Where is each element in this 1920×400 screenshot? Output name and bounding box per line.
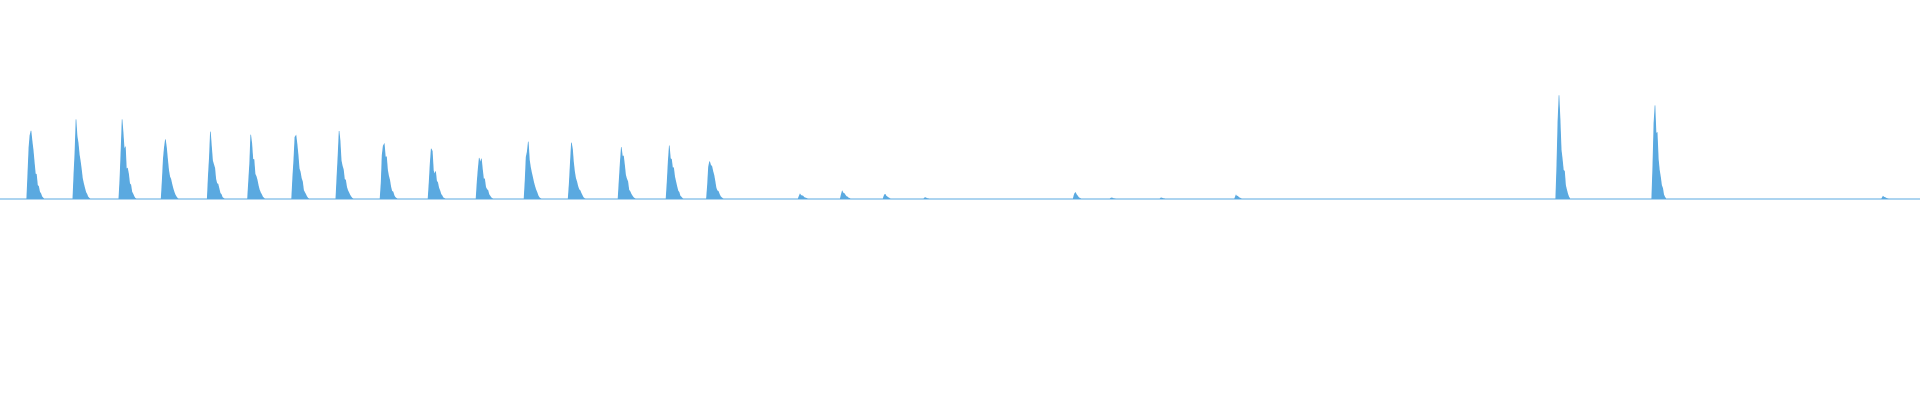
waveform-burst bbox=[665, 145, 684, 200]
waveform-burst bbox=[1072, 191, 1082, 200]
waveform-burst bbox=[1555, 95, 1571, 200]
waveform-burst bbox=[567, 142, 586, 200]
waveform-burst bbox=[291, 134, 310, 200]
waveform-burst bbox=[379, 142, 398, 200]
waveform-burst bbox=[475, 157, 494, 200]
waveform-burst bbox=[1881, 195, 1891, 200]
waveform-burst bbox=[882, 194, 892, 200]
waveform-burst bbox=[923, 197, 933, 200]
waveform-burst bbox=[26, 130, 45, 200]
waveform-burst bbox=[335, 130, 354, 200]
waveform-burst bbox=[1651, 105, 1667, 200]
waveform-burst bbox=[706, 161, 724, 200]
waveform-burst bbox=[839, 190, 852, 200]
waveform-burst bbox=[1109, 197, 1119, 200]
waveform-burst bbox=[427, 148, 446, 200]
waveform-burst bbox=[160, 139, 179, 200]
waveform-bursts bbox=[26, 95, 1891, 200]
waveform-burst bbox=[1234, 194, 1244, 200]
waveform-burst bbox=[206, 131, 225, 200]
waveform-burst bbox=[523, 141, 542, 200]
waveform-burst bbox=[247, 134, 265, 200]
waveform-burst bbox=[1159, 197, 1169, 200]
waveform-burst bbox=[72, 119, 91, 200]
waveform-burst bbox=[118, 119, 137, 200]
waveform-burst bbox=[797, 193, 810, 200]
waveform-burst bbox=[617, 147, 636, 200]
